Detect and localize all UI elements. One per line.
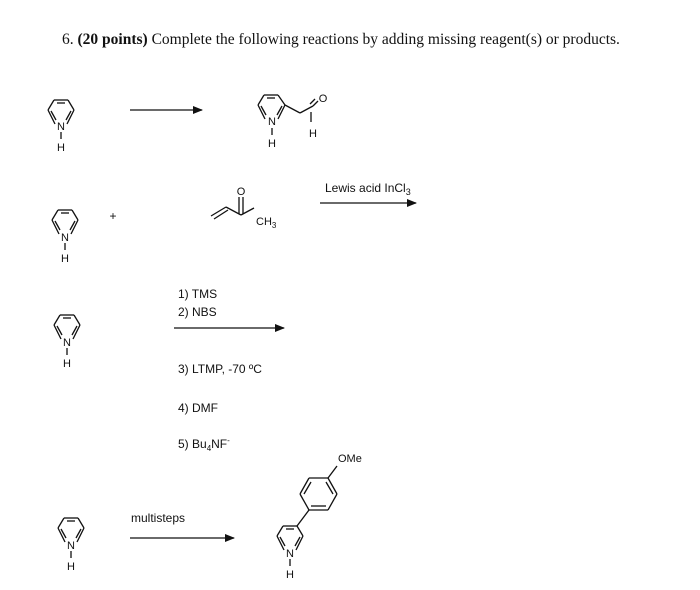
methyl-vinyl-ketone bbox=[210, 197, 255, 220]
reaction1-nitrogen: N bbox=[57, 121, 65, 133]
reaction1-product bbox=[257, 94, 319, 135]
reaction4-pyrrole bbox=[57, 517, 85, 558]
reaction3-hydrogen: H bbox=[63, 358, 71, 370]
reaction2-nitrogen: N bbox=[61, 232, 69, 244]
reaction4-hydrogen: H bbox=[67, 561, 75, 573]
question-number: 6. bbox=[62, 31, 74, 48]
reaction1-aldehyde-hydrogen: H bbox=[309, 128, 317, 140]
reaction3-step1: 1) TMS bbox=[178, 287, 217, 301]
reaction3-step4: 4) DMF bbox=[178, 401, 218, 415]
question-title: 6. (20 points) Complete the following re… bbox=[62, 31, 620, 49]
reaction2-plus: + bbox=[109, 209, 116, 223]
reaction3-step3: 3) LTMP, -70 ºC bbox=[178, 362, 262, 376]
reaction2-pyrrole bbox=[51, 209, 79, 250]
reaction1-aldehyde-oxygen: O bbox=[319, 93, 328, 105]
reaction1-hydrogen: H bbox=[57, 142, 65, 154]
reaction2-hydrogen: H bbox=[61, 253, 69, 265]
reaction1-product-hydrogen: H bbox=[268, 138, 276, 150]
reaction1-product-nitrogen: N bbox=[268, 116, 276, 128]
ketone-oxygen: O bbox=[237, 186, 246, 198]
reaction3-step5: 5) Bu4NF- bbox=[178, 436, 230, 453]
reaction4-nitrogen: N bbox=[67, 540, 75, 552]
reaction3-nitrogen: N bbox=[63, 337, 71, 349]
reaction3-pyrrole bbox=[53, 314, 81, 355]
reaction4-condition: multisteps bbox=[131, 511, 185, 525]
reaction4-product-hydrogen: H bbox=[286, 569, 294, 581]
methoxy-group: OMe bbox=[338, 453, 362, 465]
reaction1-pyrrole bbox=[47, 99, 75, 139]
question-points: (20 points) bbox=[77, 31, 148, 48]
reaction4-product-nitrogen: N bbox=[286, 548, 294, 560]
reaction2-condition: Lewis acid InCl3 bbox=[325, 181, 411, 197]
reaction4-product bbox=[276, 465, 338, 566]
ketone-methyl: CH3 bbox=[256, 216, 277, 230]
reaction3-step2: 2) NBS bbox=[178, 305, 217, 319]
question-text: Complete the following reactions by addi… bbox=[151, 31, 620, 48]
